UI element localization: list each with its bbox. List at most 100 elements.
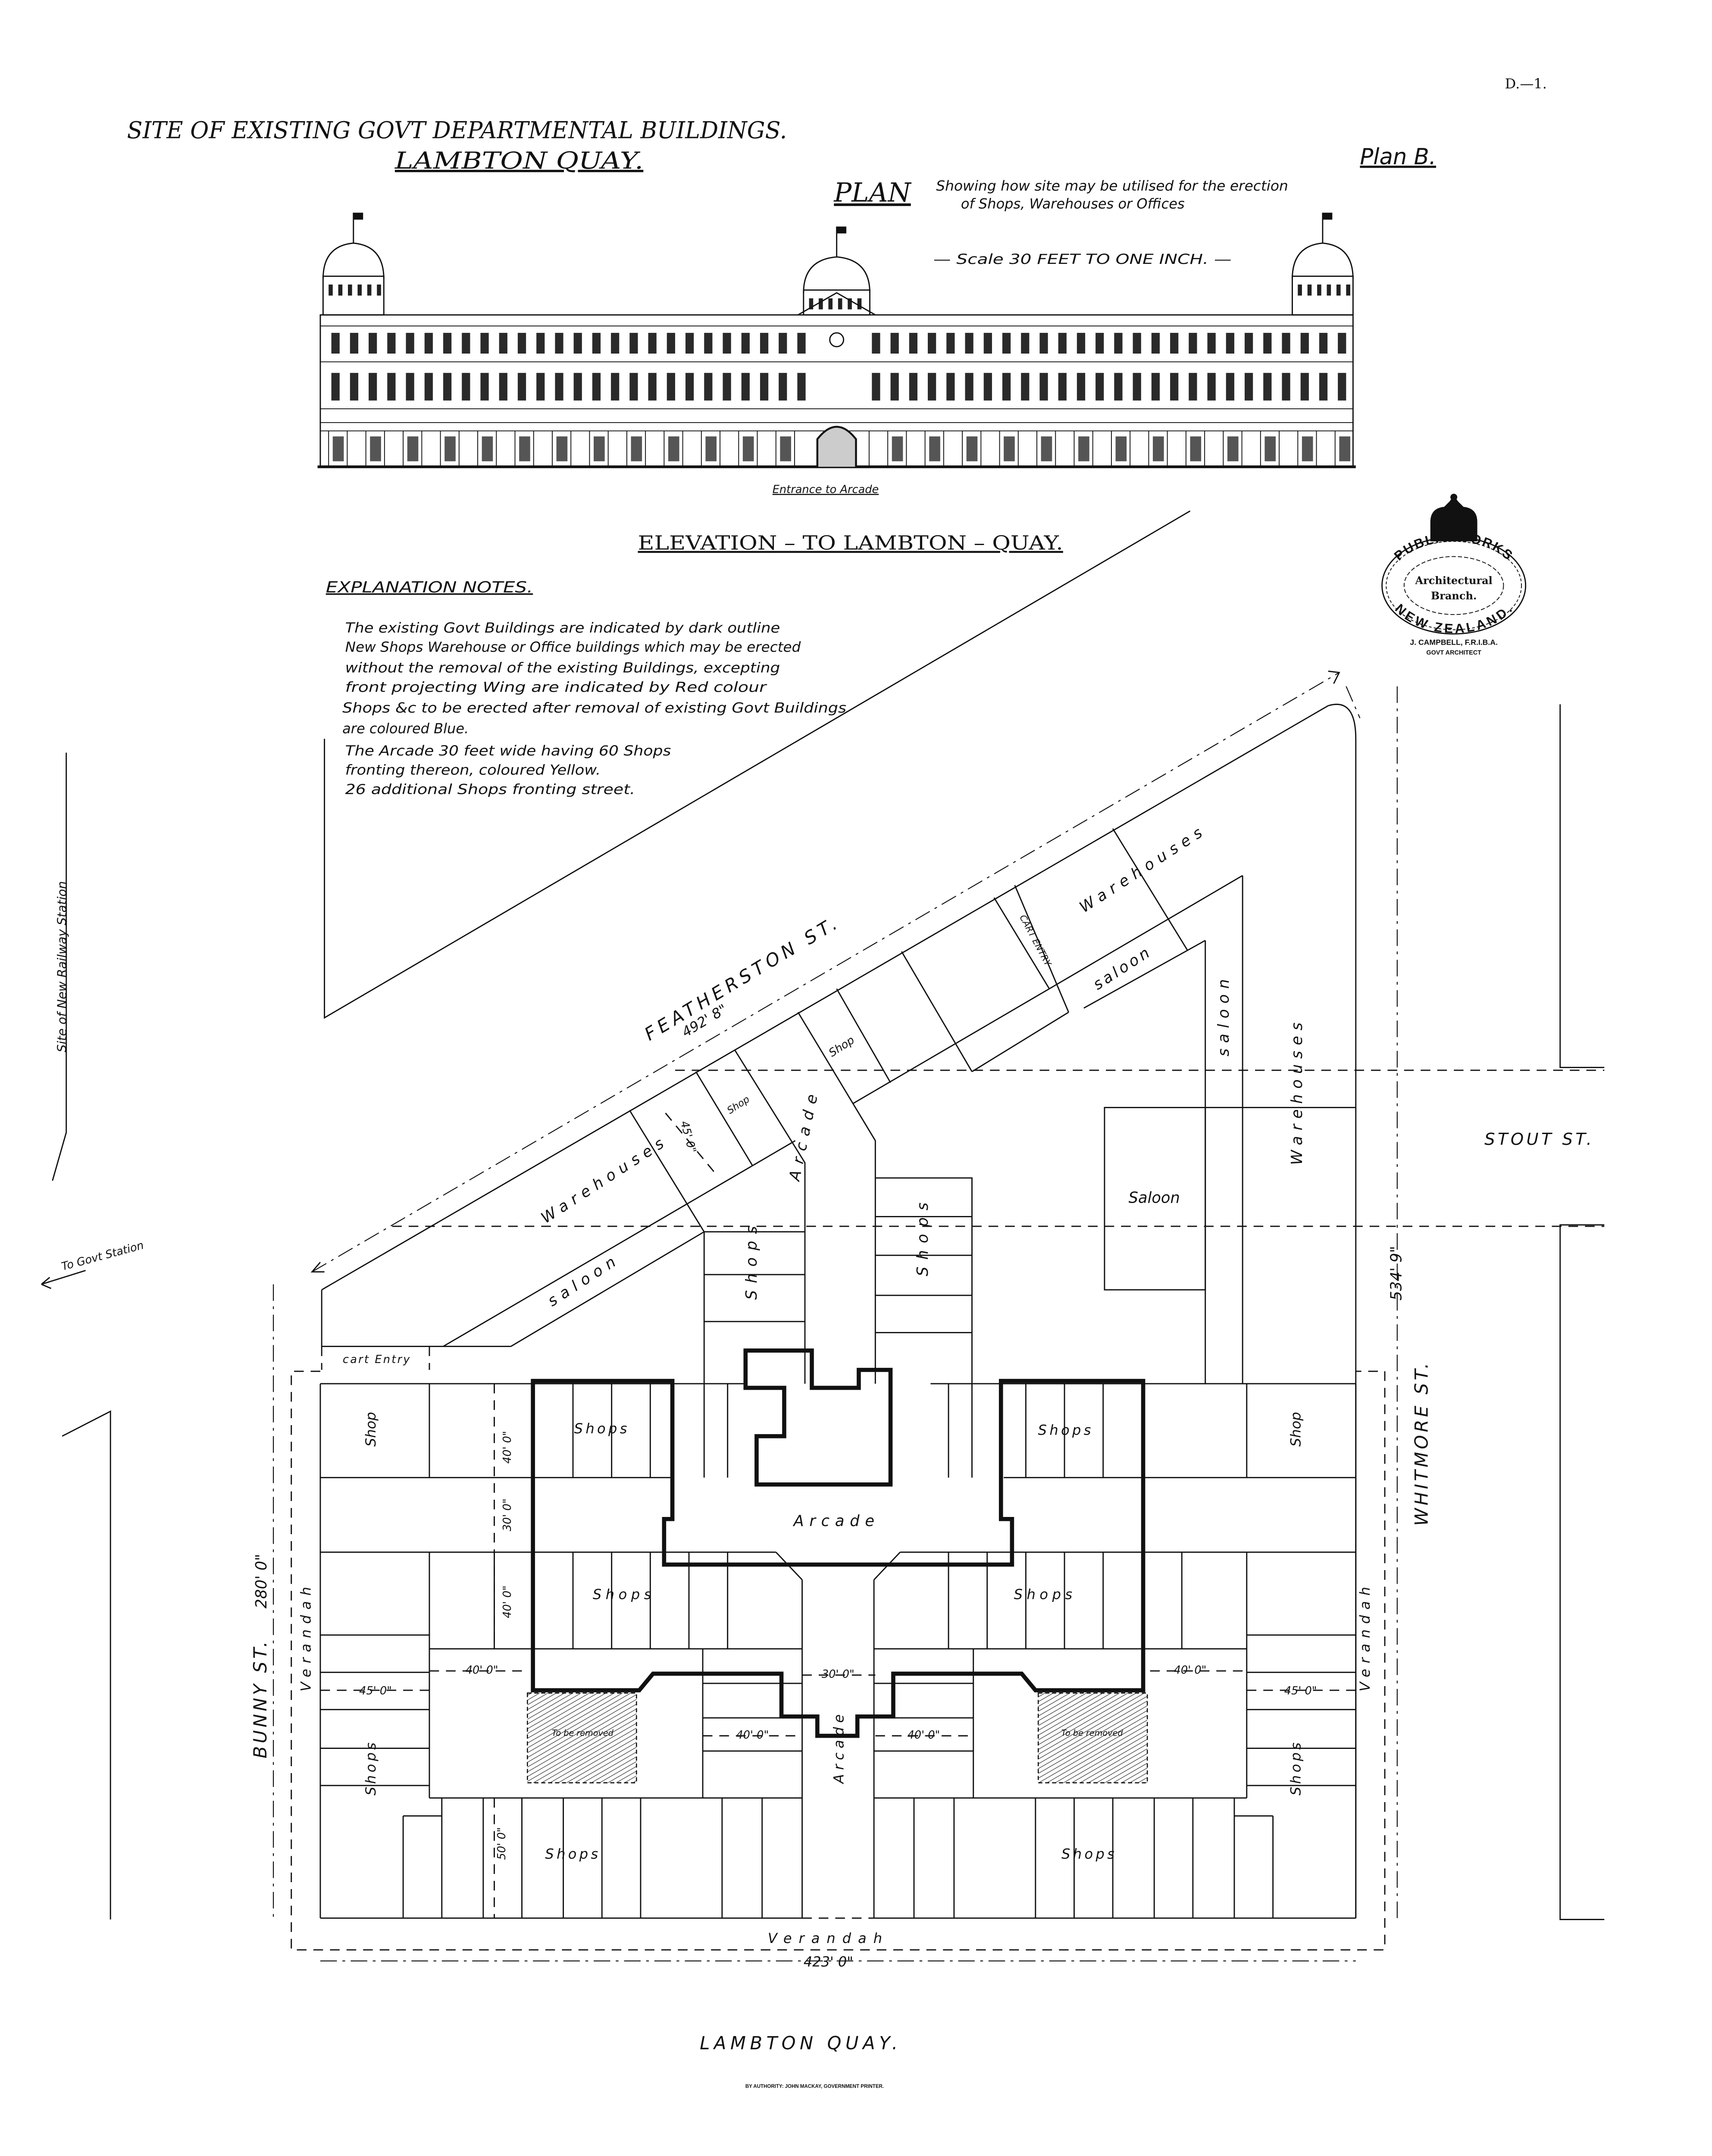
window <box>536 332 545 354</box>
window <box>1002 373 1011 401</box>
window <box>1114 373 1123 401</box>
window <box>592 332 601 354</box>
dome <box>1292 242 1354 279</box>
window <box>462 373 470 401</box>
plan-line <box>875 1177 973 1384</box>
window <box>517 332 526 354</box>
window <box>1189 373 1197 401</box>
window <box>909 332 918 354</box>
dimension-label: 45' 0" <box>678 1119 699 1154</box>
govt-station-label: To Govt Station <box>60 1239 145 1273</box>
crown-icon <box>1430 498 1477 542</box>
window <box>357 284 362 296</box>
window <box>406 373 414 401</box>
window <box>424 332 433 354</box>
window <box>1077 332 1086 354</box>
existing-tower-outline <box>743 1348 893 1487</box>
dome <box>322 242 385 279</box>
label-shop: Shop <box>826 1034 857 1059</box>
window <box>1039 332 1048 354</box>
label-shops: Shops <box>743 1219 761 1300</box>
plan-line <box>853 988 1050 1104</box>
window <box>667 332 675 354</box>
shopfront-window <box>1190 436 1202 461</box>
shopfront-window <box>482 436 493 461</box>
label-verandah: Verandah <box>1357 1581 1373 1692</box>
window <box>592 373 601 401</box>
dimension-label: 45' 0" <box>1284 1685 1317 1698</box>
window <box>1021 332 1030 354</box>
label-saloon: saloon <box>1215 974 1233 1056</box>
shopfront-window <box>519 436 530 461</box>
window <box>648 332 657 354</box>
window <box>965 332 973 354</box>
window <box>329 284 333 296</box>
architect-name: J. CAMPBELL, F.R.I.B.A. <box>1410 638 1498 647</box>
window <box>872 373 880 401</box>
window <box>611 332 620 354</box>
label-shops: Shops <box>1014 1586 1077 1603</box>
seal-bottom-text: NEW ZEALAND. <box>1392 601 1515 636</box>
window <box>1282 332 1290 354</box>
street-edge <box>62 1410 111 1920</box>
window <box>779 373 787 401</box>
entrance-label: Entrance to Arcade <box>773 483 879 496</box>
shopfront-window <box>1041 436 1052 461</box>
window <box>462 332 470 354</box>
street-edge <box>1559 704 1605 1069</box>
dimension-label: 40' 0" <box>736 1729 769 1742</box>
plan-line <box>321 1290 511 1347</box>
shopfront-window <box>594 436 605 461</box>
plan-line <box>901 951 973 1072</box>
window <box>1095 373 1104 401</box>
window <box>499 332 507 354</box>
label-to-be-removed: To be removed <box>1061 1728 1124 1738</box>
arrow-left-icon <box>41 1269 86 1289</box>
arcade-entrance-arch <box>816 426 857 467</box>
label-shops: Shops <box>363 1740 379 1796</box>
window <box>741 332 750 354</box>
window <box>443 373 452 401</box>
window <box>848 298 852 310</box>
window <box>983 373 992 401</box>
arcade-edge <box>797 1012 876 1384</box>
shopfront-window <box>1339 436 1350 461</box>
note-line: 26 additional Shops fronting street. <box>345 781 635 798</box>
shopfront-window <box>370 436 381 461</box>
window <box>685 373 694 401</box>
window <box>1151 373 1160 401</box>
bunny-street-label: BUNNY ST. <box>250 1639 271 1758</box>
architect-role: GOVT ARCHITECT <box>1426 649 1481 656</box>
seal-inner-ring <box>1403 556 1504 615</box>
shopfront-window <box>668 436 679 461</box>
plan-line <box>443 1140 796 1347</box>
window <box>1300 332 1309 354</box>
pediment <box>798 292 876 316</box>
window <box>424 373 433 401</box>
window <box>555 332 563 354</box>
whitmore-street-label: WHITMORE ST. <box>1411 1360 1432 1526</box>
crown-orb-icon <box>1450 494 1458 501</box>
shopfront-window <box>444 436 456 461</box>
window <box>704 332 713 354</box>
shopfront-window <box>1078 436 1089 461</box>
plan-description-2: of Shops, Warehouses or Offices <box>961 196 1185 212</box>
window <box>667 373 675 401</box>
window <box>760 332 769 354</box>
explanation-notes: The existing Govt Buildings are indicate… <box>342 620 846 798</box>
window <box>348 284 352 296</box>
window <box>928 373 936 401</box>
tower <box>322 276 385 316</box>
window <box>1226 373 1234 401</box>
arrowhead-icon <box>1328 671 1340 684</box>
label-shops: Shops <box>574 1420 630 1437</box>
window <box>1244 373 1253 401</box>
window <box>857 298 862 310</box>
dimension-line <box>665 1112 719 1177</box>
verandah-outline <box>291 1370 1386 1951</box>
plan-line <box>703 1231 805 1384</box>
bunny-length: 280' 0" <box>253 1554 270 1609</box>
window <box>928 332 936 354</box>
plan-line <box>1083 940 1206 1009</box>
seal-dotted-ring <box>1386 541 1522 630</box>
